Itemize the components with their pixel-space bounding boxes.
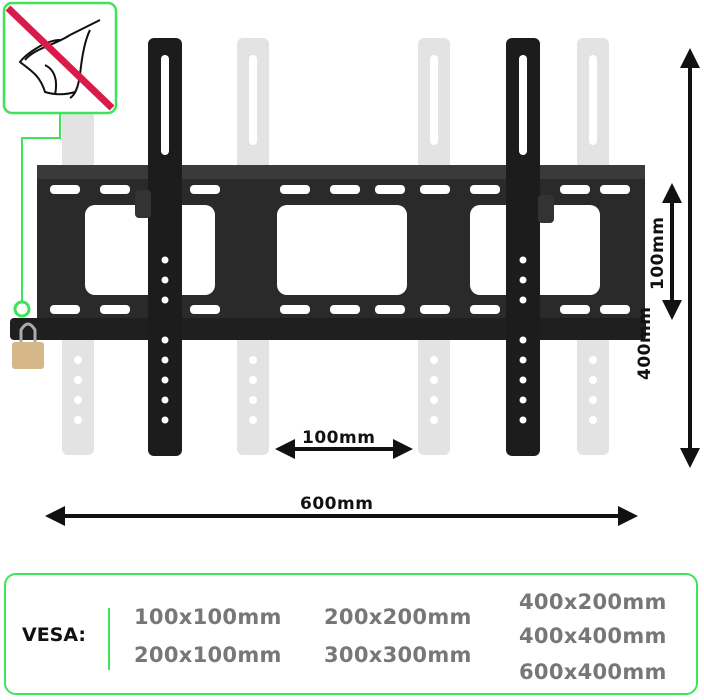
width-label: 600mm — [300, 494, 374, 514]
height-label: 400mm — [635, 306, 655, 380]
vesa-size: 400x200mm — [519, 590, 667, 614]
connector-line — [21, 113, 61, 302]
vesa-size: 600x400mm — [519, 660, 667, 684]
spacing-label: 100mm — [302, 428, 376, 448]
divider — [108, 608, 110, 670]
vesa-size: 400x400mm — [519, 624, 667, 648]
inner-height-label: 100mm — [648, 216, 668, 290]
vesa-size: 100x100mm — [134, 605, 282, 629]
vesa-size: 200x100mm — [134, 643, 282, 667]
tv-mount-diagram — [2, 1, 700, 526]
ghost-holes — [74, 55, 597, 424]
vesa-panel — [4, 573, 698, 695]
vesa-size: 300x300mm — [324, 643, 472, 667]
plate-slots — [50, 185, 630, 314]
wall-plate — [10, 165, 646, 340]
no-touch-hand-icon — [2, 1, 118, 115]
vesa-size: 200x200mm — [324, 605, 472, 629]
tv-arms — [135, 38, 554, 456]
vesa-title: VESA: — [22, 624, 87, 646]
padlock-icon — [12, 322, 44, 369]
